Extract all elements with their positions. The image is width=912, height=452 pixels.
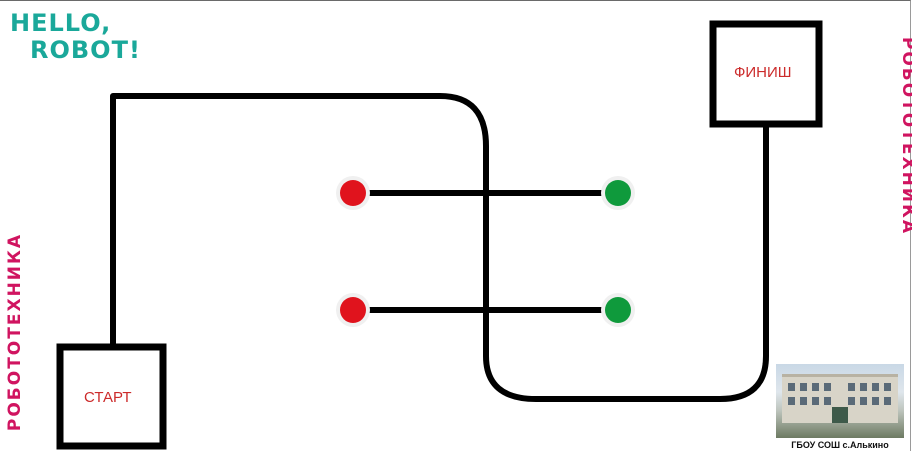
track-line bbox=[110, 93, 769, 402]
start-box bbox=[56, 343, 167, 450]
hello-robot-logo: HELLO,ROBOT! bbox=[10, 10, 141, 64]
start-label: СТАРТ bbox=[84, 389, 132, 406]
school-building-image bbox=[782, 374, 898, 423]
finish-box bbox=[709, 20, 823, 128]
school-photo bbox=[776, 364, 904, 438]
red-marker-top-dot bbox=[340, 180, 366, 206]
photo-caption: ГБОУ СОШ с.Алькино bbox=[791, 440, 889, 450]
finish-label: ФИНИШ bbox=[734, 64, 792, 81]
logo-line-2: ROBOT! bbox=[30, 36, 141, 64]
logo-line-1: HELLO, bbox=[10, 9, 112, 37]
green-marker-bottom-dot bbox=[605, 297, 631, 323]
green-marker-top-dot bbox=[605, 180, 631, 206]
red-marker-bottom-dot bbox=[340, 297, 366, 323]
